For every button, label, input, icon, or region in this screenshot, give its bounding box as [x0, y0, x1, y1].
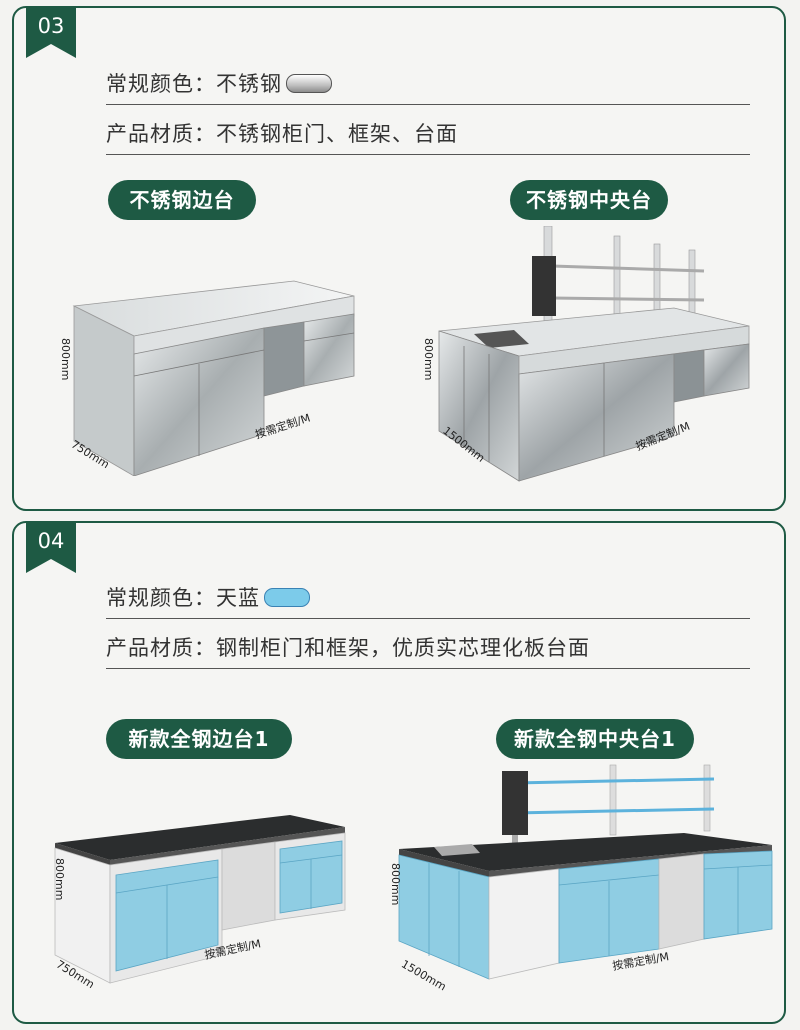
- material-label: 产品材质：: [106, 122, 216, 146]
- dim-height: 800mm: [59, 338, 72, 381]
- stainless-center-bench-image: [438, 226, 750, 482]
- product-title-center-bench: 新款全钢中央台1: [496, 719, 694, 759]
- color-swatch: [264, 588, 310, 607]
- section-number: 03: [37, 14, 65, 38]
- product-title-side-bench: 新款全钢边台1: [106, 719, 292, 759]
- product-title-center-bench: 不锈钢中央台: [510, 180, 668, 220]
- section-number: 04: [37, 529, 65, 553]
- dim-height: 800mm: [53, 858, 66, 901]
- blue-center-bench-image: [398, 764, 773, 980]
- section-04: 04 常规颜色：天蓝 产品材质：钢制柜门和框架，优质实芯理化板台面 新款全钢边台…: [12, 521, 786, 1024]
- section-03: 03 常规颜色：不锈钢 产品材质：不锈钢柜门、框架、台面 不锈钢边台 不锈钢中央…: [12, 6, 786, 511]
- color-row: 常规颜色：不锈钢: [106, 64, 750, 105]
- color-label: 常规颜色：: [106, 586, 216, 610]
- material-value: 钢制柜门和框架，优质实芯理化板台面: [216, 636, 590, 660]
- section-number-badge: 03: [26, 6, 76, 58]
- color-label: 常规颜色：: [106, 72, 216, 96]
- color-swatch: [286, 74, 332, 93]
- material-row: 产品材质：钢制柜门和框架，优质实芯理化板台面: [106, 628, 750, 669]
- product-title-side-bench: 不锈钢边台: [108, 180, 256, 220]
- material-row: 产品材质：不锈钢柜门、框架、台面: [106, 114, 750, 155]
- material-value: 不锈钢柜门、框架、台面: [216, 122, 458, 146]
- dim-height: 800mm: [422, 338, 435, 381]
- dim-height: 800mm: [389, 863, 402, 906]
- stainless-side-bench-image: [72, 280, 355, 476]
- blue-side-bench-image: [54, 815, 346, 984]
- color-row: 常规颜色：天蓝: [106, 578, 750, 619]
- section-number-badge: 04: [26, 521, 76, 573]
- material-label: 产品材质：: [106, 636, 216, 660]
- color-value: 不锈钢: [216, 72, 282, 96]
- color-value: 天蓝: [216, 586, 260, 610]
